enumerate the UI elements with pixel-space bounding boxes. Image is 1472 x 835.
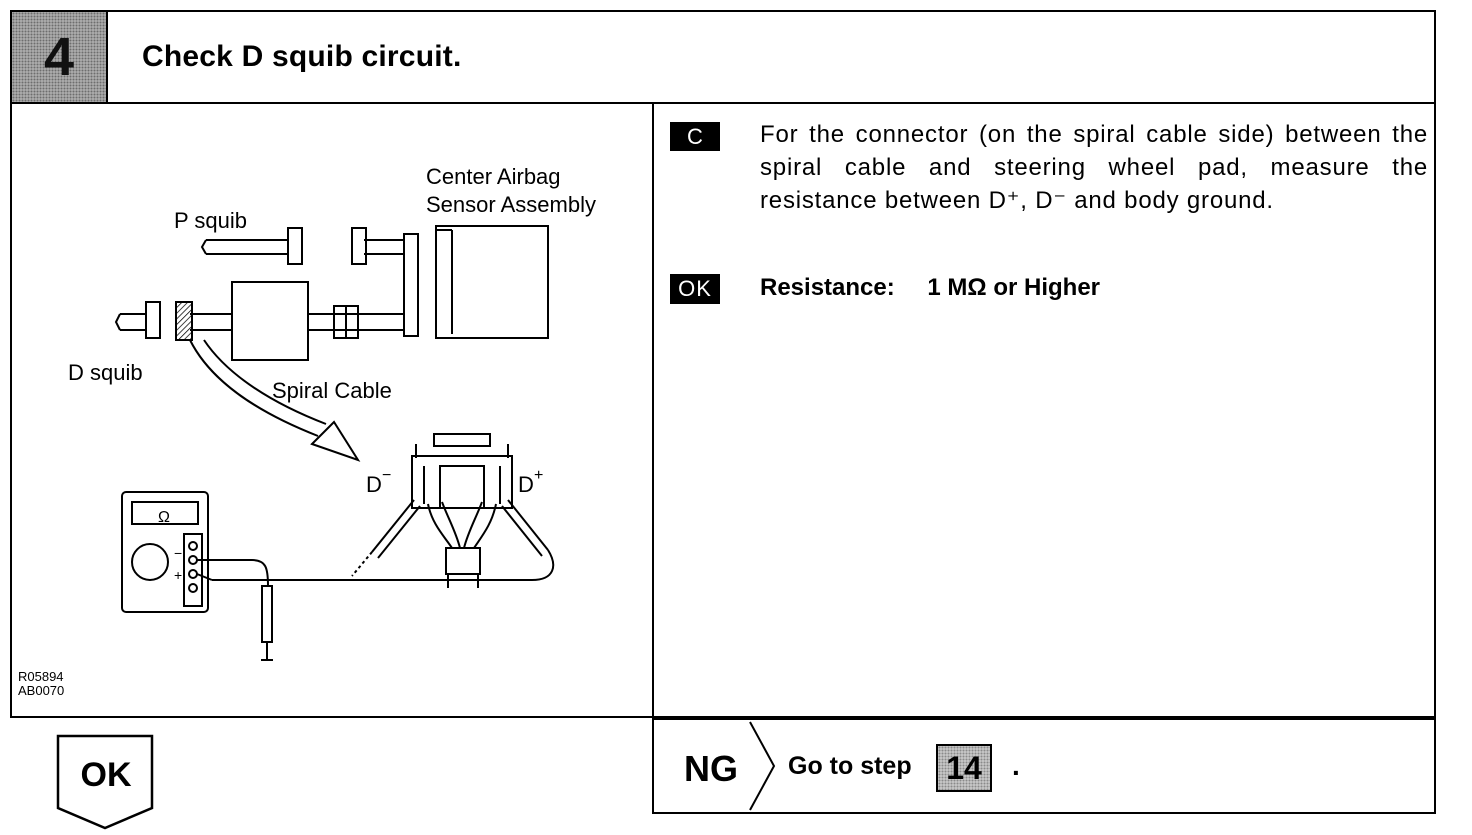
ok-branch-button[interactable]: OK [56,734,156,835]
label-sensor-assembly: Sensor Assembly [426,192,596,217]
label-d-plus-sign: + [534,467,543,484]
step-14-link[interactable]: 14 [936,744,992,792]
cable-connector-b [345,305,359,339]
meter-plus-label: + [174,567,182,583]
label-p-squib: P squib [174,208,247,233]
ref-code-2: AB0070 [18,683,65,698]
upper-connector [351,227,367,265]
connector-detail [212,433,555,588]
meter-minus-label: − [174,545,182,561]
d-squib-connector [145,301,161,339]
chevron-right-icon [749,721,776,811]
ng-branch-label: NG [684,748,738,789]
label-d-minus-sign: − [382,467,391,484]
airbag-sensor-box [435,225,549,339]
ng-instruction-text: Go to step [788,752,912,780]
spiral-cable-body [231,281,309,361]
multimeter [121,491,273,661]
step-title: Check D squib circuit. [142,40,462,73]
step-number-box: 4 [12,12,108,102]
ref-code-1: R05894 [18,669,64,684]
step-number: 4 [43,27,75,87]
p-squib-connector [287,227,303,265]
illustration-panel: Center Airbag Sensor Assembly P squib D … [12,104,654,716]
ok-branch-label: OK [80,756,132,794]
spiral-connector-hatched [175,301,193,341]
procedure-frame: 4 Check D squib circuit. [10,10,1436,718]
ng-branch-panel[interactable]: NG Go to step 14 . [652,718,1436,814]
ng-period: . [1012,750,1020,781]
label-d-squib: D squib [68,360,143,385]
callout-arrowhead [310,420,361,462]
ok-arrow-icon [56,734,154,830]
result-spec: Resistance: 1 MΩ or Higher [760,274,1100,302]
label-center-airbag: Center Airbag [426,164,561,189]
instruction-text: For the connector (on the spiral cable s… [760,121,1428,214]
label-d-minus: D [366,472,382,497]
ok-tag: OK [670,274,720,304]
result-value: 1 MΩ or Higher [927,274,1100,301]
sensor-connector-bar [403,233,419,337]
step-header: 4 Check D squib circuit. [12,12,1434,104]
reference-codes: R05894 AB0070 [18,670,64,698]
cable-connector-a [333,305,347,339]
wiring-illustration: Center Airbag Sensor Assembly P squib D … [68,164,596,661]
instruction-panel: C For the connector (on the spiral cable… [654,104,1436,716]
label-spiral-cable: Spiral Cable [272,378,392,403]
condition-tag: C [670,122,720,151]
label-d-plus: D [518,472,534,497]
meter-ohm-symbol: Ω [158,509,170,526]
result-label: Resistance: [760,274,895,301]
